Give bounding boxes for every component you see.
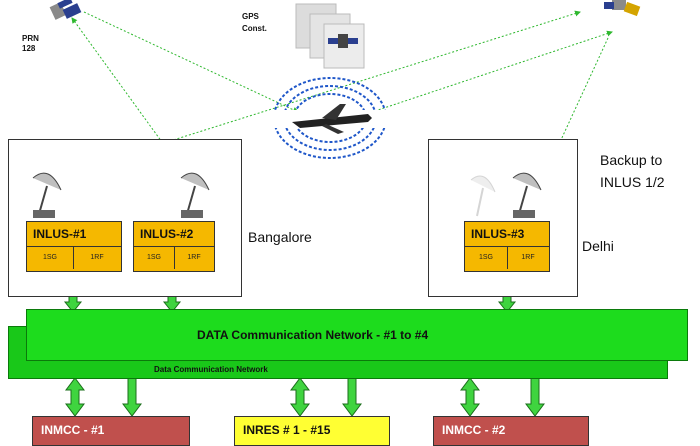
inlus-3-rf-cell: 1RF bbox=[521, 254, 535, 261]
satellite-right-icon bbox=[604, 0, 641, 17]
antenna-ghost-icon bbox=[470, 175, 496, 217]
inres-box: INRES # 1 - #15 bbox=[234, 416, 390, 446]
delhi-label: Delhi bbox=[582, 238, 614, 254]
inlus-2-label: INLUS-#2 bbox=[134, 222, 214, 247]
inlus-1-label: INLUS-#1 bbox=[27, 222, 121, 247]
bangalore-label: Bangalore bbox=[248, 229, 312, 245]
delhi-antennas bbox=[470, 172, 542, 218]
data-network-main-bar: DATA Communication Network - #1 to #4 bbox=[26, 309, 688, 361]
inlus-1-sg-cell: 1SG bbox=[27, 247, 74, 269]
prn-number-label: 128 bbox=[22, 44, 36, 53]
aircraft-icon bbox=[270, 77, 390, 159]
backup-label-line1: Backup to bbox=[600, 152, 663, 168]
backup-label-line2: INLUS 1/2 bbox=[600, 174, 665, 190]
inlus-2-sg-cell: 1SG bbox=[134, 247, 175, 269]
gps-constellation-icon bbox=[295, 3, 365, 69]
antenna-icon bbox=[32, 172, 62, 218]
data-network-main-label: DATA Communication Network - #1 to #4 bbox=[197, 328, 429, 342]
gps-const-label: Const. bbox=[242, 24, 267, 33]
inlus-2-unit: INLUS-#2 1SG 1RF bbox=[133, 221, 215, 272]
inmcc-2-box: INMCC - #2 bbox=[433, 416, 589, 446]
delhi-site-box bbox=[428, 139, 578, 297]
inlus-3-unit: INLUS-#3 1SG 1RF bbox=[464, 221, 550, 272]
bangalore-antennas bbox=[32, 172, 210, 218]
inlus-1-rf-cell: 1RF bbox=[90, 254, 104, 261]
satellite-left-icon bbox=[49, 0, 82, 20]
inlus-2-rf-cell: 1RF bbox=[187, 254, 201, 261]
inlus-3-label: INLUS-#3 bbox=[465, 222, 549, 247]
inlus-1-unit: INLUS-#1 1SG 1RF bbox=[26, 221, 122, 272]
antenna-icon bbox=[512, 172, 542, 218]
gps-label: GPS bbox=[242, 12, 259, 21]
antenna-icon bbox=[180, 172, 210, 218]
bangalore-site-box bbox=[8, 139, 242, 297]
inlus-3-sg-cell: 1SG bbox=[465, 247, 508, 269]
data-network-secondary-label: Data Communication Network bbox=[154, 365, 268, 374]
inmcc-1-box: INMCC - #1 bbox=[32, 416, 190, 446]
prn-label: PRN bbox=[22, 34, 39, 43]
